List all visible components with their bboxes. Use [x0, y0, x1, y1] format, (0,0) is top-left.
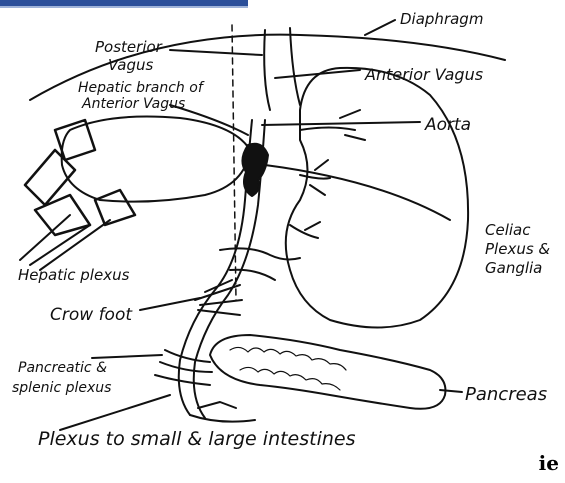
- label-hepatic-branch-2: Anterior Vagus: [81, 96, 185, 112]
- leader-diaphragm: [365, 20, 395, 35]
- leader-pancreatic: [92, 355, 162, 358]
- label-hepatic-plexus: Hepatic plexus: [18, 266, 130, 284]
- label-celiac-3: Ganglia: [485, 259, 542, 277]
- pancreatic-plexus-branches: [155, 350, 212, 385]
- label-crow-foot: Crow foot: [50, 305, 133, 325]
- esophagus: [264, 28, 300, 110]
- label-aorta: Aorta: [424, 115, 471, 135]
- leader-anterior-vagus: [275, 70, 360, 78]
- intestinal-plexus: [190, 402, 255, 422]
- hepatic-network: [25, 120, 135, 235]
- label-pancreas: Pancreas: [465, 384, 547, 405]
- label-pancreatic-2: splenic plexus: [12, 380, 111, 396]
- leader-aorta: [262, 122, 420, 125]
- liver-lobe: [62, 117, 250, 202]
- label-posterior-vagus-1: Posterior: [95, 38, 163, 56]
- leader-posterior-vagus: [170, 50, 262, 55]
- label-plexus-intestines: Plexus to small & large intestines: [38, 428, 356, 450]
- hepatic-branches: [20, 215, 110, 270]
- celiac-ganglia: [242, 144, 268, 196]
- corner-text: ie: [539, 451, 559, 475]
- label-posterior-vagus-2: Vagus: [108, 56, 154, 74]
- label-celiac-1: Celiac: [485, 221, 531, 239]
- leader-intestines: [60, 395, 170, 430]
- label-celiac-2: Plexus &: [485, 240, 550, 258]
- gastric-branches: [290, 110, 365, 238]
- label-pancreatic-1: Pancreatic &: [18, 360, 107, 376]
- label-hepatic-branch-1: Hepatic branch of: [78, 80, 205, 96]
- pancreas-outline: [210, 335, 445, 409]
- label-anterior-vagus: Anterior Vagus: [364, 65, 483, 84]
- label-diaphragm: Diaphragm: [400, 10, 483, 28]
- stomach-outline: [286, 68, 468, 328]
- leader-crow-foot: [140, 298, 200, 310]
- leader-pancreas: [440, 390, 462, 392]
